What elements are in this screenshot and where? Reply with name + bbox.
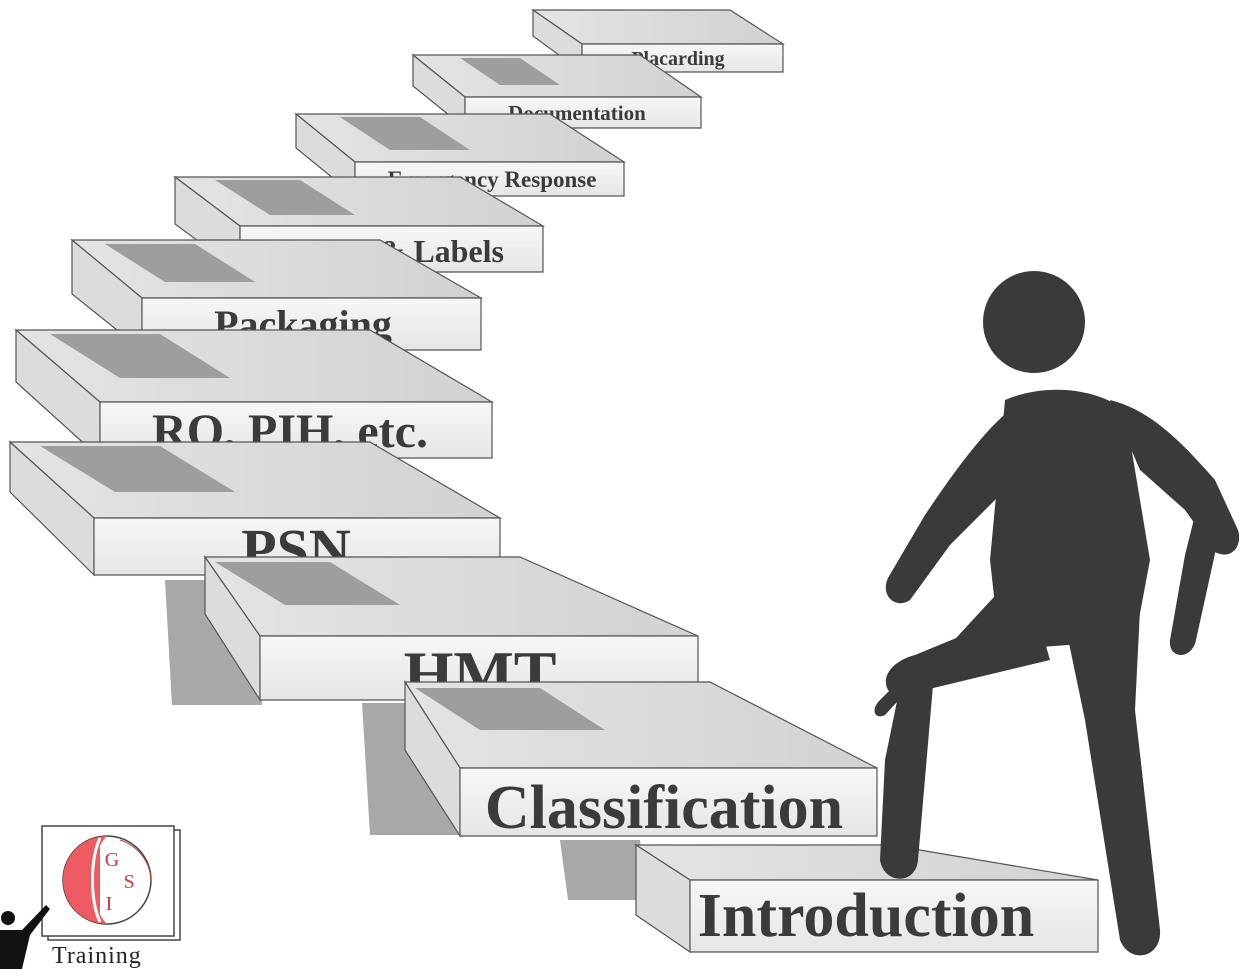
step-label-classification: Classification [485,774,843,842]
logo-letter-g: G [105,849,119,871]
step-classification: Classification [403,679,878,842]
person-climbing-icon [874,271,1240,956]
logo-letter-s: S [123,871,134,893]
logo-letter-i: I [106,893,113,915]
step-documentation: Documentation [411,53,703,130]
logo-caption: Training [52,943,142,969]
gsi-training-logo-icon: G S I Training [0,825,181,969]
step-introduction: Introduction [633,843,1099,954]
step-label-introduction: Introduction [698,882,1035,950]
